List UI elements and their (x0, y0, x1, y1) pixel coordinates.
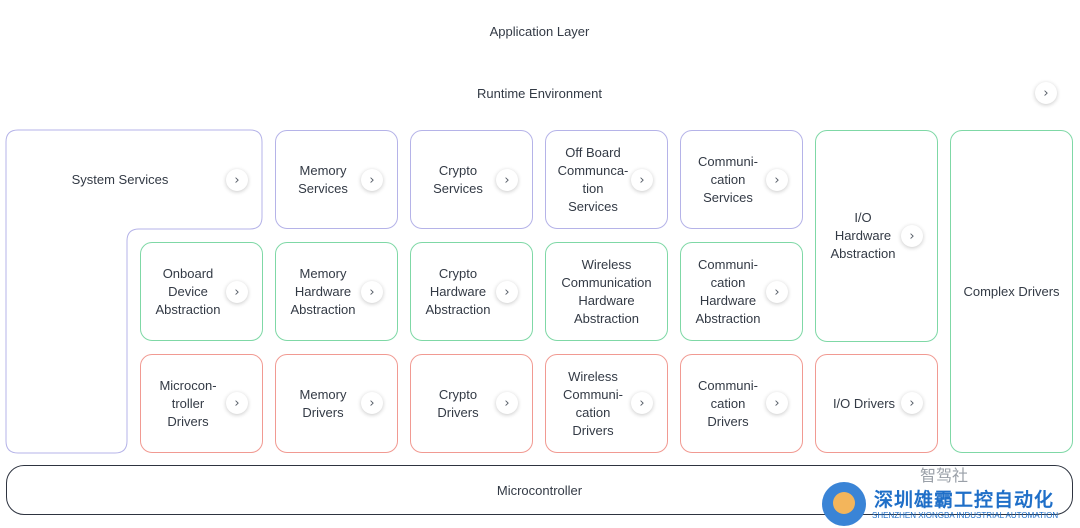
crypto-hardware-abstraction-chevron-icon[interactable]: › (496, 281, 518, 303)
communication-hardware-abstraction-chevron-icon[interactable]: › (766, 281, 788, 303)
io-drivers-label: I/O Drivers (832, 395, 896, 411)
memory-hardware-abstraction-chevron-icon[interactable]: › (361, 281, 383, 303)
watermark-subtitle: SHENZHEN XIONGBA INDUSTRIAL AUTOMATION (872, 511, 1059, 520)
io-hardware-abstraction-chevron-icon[interactable]: › (901, 225, 923, 247)
microcontroller-label: Microcontroller (496, 482, 583, 498)
wireless-communication-hardware-abstraction-label: Wireless Communication Hardware Abstract… (561, 256, 652, 326)
application-layer-label: Application Layer (489, 24, 590, 39)
memory-services-chevron-icon[interactable]: › (361, 169, 383, 191)
wireless-communication-hardware-abstraction-box[interactable] (545, 242, 668, 341)
onboard-device-abstraction-chevron-icon[interactable]: › (226, 281, 248, 303)
system-services-label: System Services (71, 172, 169, 187)
memory-drivers-chevron-icon[interactable]: › (361, 392, 383, 414)
io-hardware-abstraction-label: I/O Hardware Abstraction (830, 210, 896, 261)
runtime-environment-chevron-icon[interactable]: › (1035, 82, 1057, 104)
memory-drivers-label: Memory Drivers (299, 386, 347, 420)
wireless-communication-drivers-chevron-icon[interactable]: › (631, 392, 653, 414)
crypto-services-label: Crypto Services (433, 162, 483, 196)
crypto-hardware-abstraction-label: Crypto Hardware Abstraction (425, 265, 491, 317)
system-services-chevron-icon[interactable]: › (226, 169, 248, 191)
complex-drivers-box[interactable] (950, 130, 1073, 453)
microcontroller-drivers-chevron-icon[interactable]: › (226, 392, 248, 414)
communication-services-chevron-icon[interactable]: › (766, 169, 788, 191)
communication-services-label: Communi- cation Services (698, 153, 758, 205)
memory-services-label: Memory Services (298, 162, 348, 196)
offboard-communication-services-chevron-icon[interactable]: › (631, 169, 653, 191)
runtime-environment-label: Runtime Environment (477, 86, 602, 101)
watermark-title: 深圳雄霸工控自动化 (874, 489, 1055, 511)
wechat-watermark: 智驾社 (920, 466, 969, 485)
communication-drivers-label: Communi- cation Drivers (698, 377, 758, 429)
complex-drivers-label: Complex Drivers (963, 283, 1060, 299)
microcontroller-drivers-label: Microcon- troller Drivers (159, 377, 217, 429)
communication-hardware-abstraction-label: Communi- cation Hardware Abstraction (695, 256, 761, 326)
offboard-communication-services-label: Off Board Communca- tion Services (557, 144, 629, 214)
xiongba-logo-icon (822, 482, 866, 526)
microcontroller-layer: Microcontroller (6, 465, 1073, 515)
crypto-services-chevron-icon[interactable]: › (496, 169, 518, 191)
runtime-environment[interactable]: Runtime Environment (6, 69, 1073, 118)
wireless-communication-drivers-label: Wireless Communi- cation Drivers (563, 368, 623, 438)
onboard-device-abstraction-label: Onboard Device Abstraction (155, 265, 221, 317)
crypto-drivers-label: Crypto Drivers (437, 386, 479, 420)
io-drivers-chevron-icon[interactable]: › (901, 392, 923, 414)
crypto-drivers-chevron-icon[interactable]: › (496, 392, 518, 414)
application-layer: Application Layer (6, 7, 1073, 56)
communication-drivers-chevron-icon[interactable]: › (766, 392, 788, 414)
memory-hardware-abstraction-label: Memory Hardware Abstraction (290, 265, 356, 317)
